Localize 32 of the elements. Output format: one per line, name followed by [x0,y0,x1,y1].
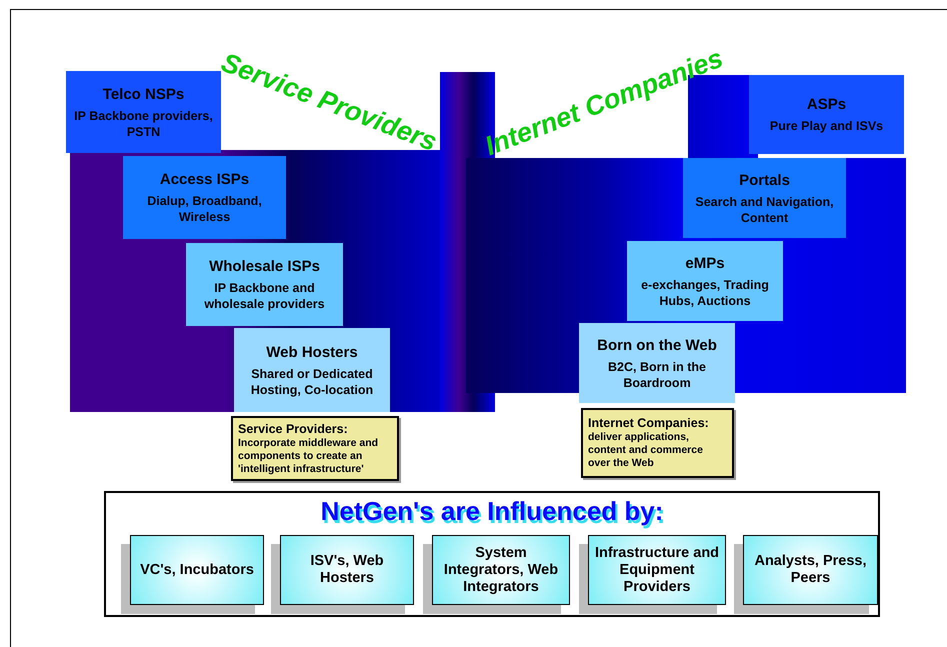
segment-heading: eMPs [685,254,725,272]
panel-title: NetGen's are Influenced by: [320,496,664,526]
segment-box [579,323,735,403]
note-text: deliver applications, content and commerce over the Web [588,431,704,470]
segment-box [234,328,390,412]
segment-heading: Portals [739,170,790,190]
segment-description: Pure Play and ISVs [770,118,884,134]
note-box [231,416,399,481]
segment-heading: Born on the Web [597,336,717,354]
segment-box [683,158,846,238]
segment-heading: Telco NSPs [102,84,184,104]
segment-description: B2C, Born in the Boardroom [607,358,707,390]
note-heading: Internet Companies: [588,416,709,431]
segment-description: e-exchanges, Trading Hubs, Auctions [640,276,770,308]
segment-box [186,243,343,326]
note-text: Incorporate middleware and components to create an 'intelligent infrastructure' [238,436,380,476]
segment-heading: Access ISPs [160,170,250,189]
note-box [581,408,734,478]
segment-description: IP Backbone and wholesale providers [203,280,326,312]
segment-box [66,71,221,153]
segment-description: IP Backbone providers, PSTN [73,108,214,140]
segment-heading: ASPs [806,95,846,114]
influencer-panel [104,491,880,617]
segment-box [749,75,904,154]
segment-box [627,241,783,321]
segment-description: Shared or Dedicated Hosting, Co-location [250,366,374,398]
segment-description: Search and Navigation, Content [694,194,835,226]
note-heading: Service Providers: [238,422,348,436]
segment-heading: Web Hosters [266,342,358,362]
segment-box [123,156,286,239]
segment-description: Dialup, Broadband, Wireless [146,193,263,225]
segment-heading: Wholesale ISPs [209,257,320,276]
